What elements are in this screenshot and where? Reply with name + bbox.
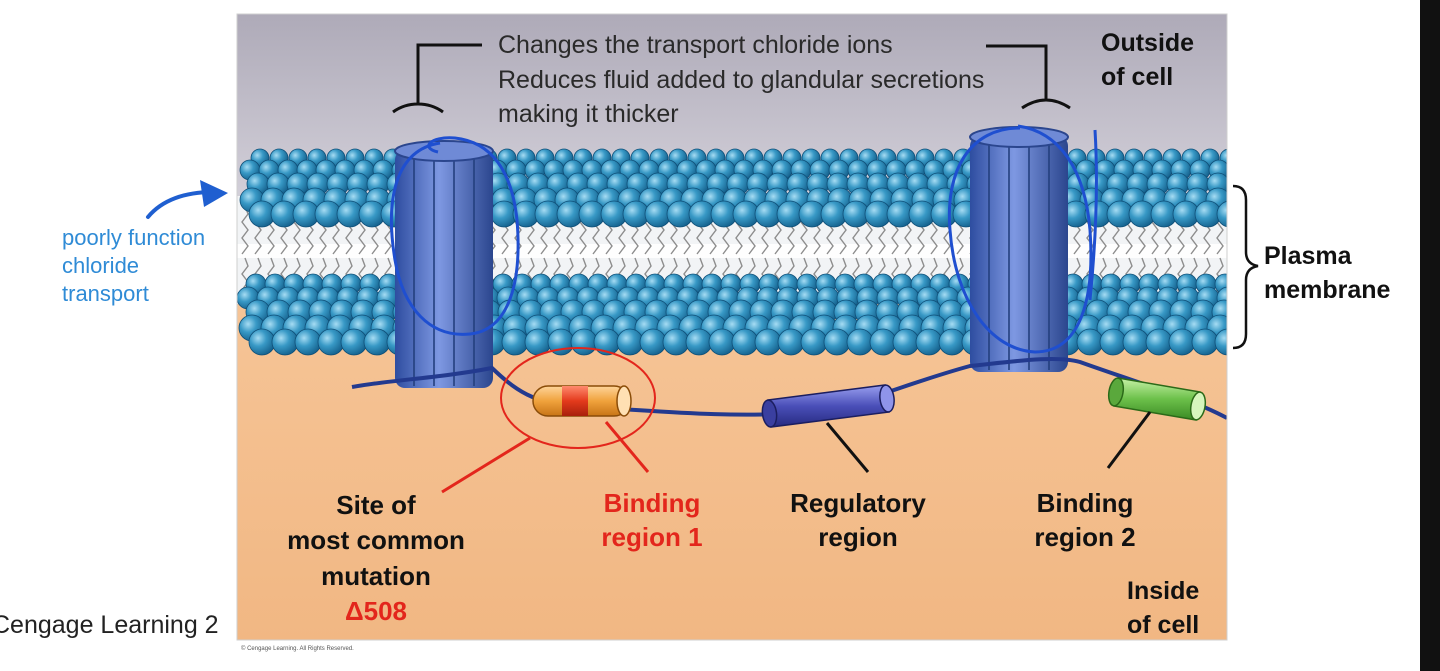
mutation-band bbox=[562, 386, 588, 416]
cftr-channel-2 bbox=[969, 126, 1069, 372]
inside-of-cell-label: Inside of cell bbox=[1127, 575, 1199, 643]
membrane-brace bbox=[1232, 184, 1259, 350]
annotation-bracket-left bbox=[392, 43, 482, 114]
membrane-line-1: Plasma bbox=[1264, 242, 1352, 270]
outside-of-cell-label: Outside of cell bbox=[1101, 27, 1194, 95]
mutation-leader-line bbox=[441, 436, 531, 494]
outside-line-1: Outside bbox=[1101, 29, 1195, 57]
binding1-leader-line bbox=[604, 421, 650, 473]
diagram-panel bbox=[236, 13, 1228, 641]
binding2-line-2: region 2 bbox=[1034, 522, 1136, 553]
window-edge-bar bbox=[1420, 0, 1440, 671]
regulatory-region-label: Regulatory region bbox=[768, 486, 948, 555]
binding1-line-2: region 1 bbox=[601, 522, 703, 553]
copyright-fine-print: © Cengage Learning. All Rights Reserved. bbox=[241, 646, 354, 652]
binding-region-2-label: Binding region 2 bbox=[1010, 486, 1160, 555]
mutation-site-line-2: most common bbox=[287, 525, 465, 556]
annotation-bracket-right bbox=[986, 44, 1071, 110]
plasma-membrane-label: Plasma membrane bbox=[1264, 240, 1390, 308]
binding1-line-1: Binding bbox=[603, 488, 701, 518]
ink-circle-channel-1 bbox=[389, 136, 520, 336]
cftr-channel-1 bbox=[394, 140, 494, 388]
handwritten-note: poorly function chloride transport bbox=[62, 224, 205, 308]
binding-region-1 bbox=[532, 385, 632, 417]
inside-line-1: Inside bbox=[1127, 577, 1200, 605]
mutation-site-line-3: mutation bbox=[321, 560, 431, 591]
arrow-head bbox=[200, 180, 228, 207]
handwritten-line-2: chloride bbox=[62, 252, 140, 278]
membrane-line-2: membrane bbox=[1264, 275, 1391, 304]
inside-line-2: of cell bbox=[1127, 610, 1200, 639]
regulatory-leader-line bbox=[825, 422, 870, 473]
mutation-name: Δ508 bbox=[344, 596, 408, 627]
annotation-line-1: Changes the transport chloride ions bbox=[498, 31, 893, 59]
regulatory-line-2: region bbox=[818, 522, 898, 553]
outside-line-2: of cell bbox=[1101, 62, 1174, 91]
mutation-site-label: Site of most common mutation Δ508 bbox=[266, 488, 486, 629]
binding2-leader-line bbox=[1106, 411, 1152, 469]
binding-region-2 bbox=[1107, 377, 1207, 421]
binding2-line-1: Binding bbox=[1036, 488, 1134, 518]
mutation-site-line-1: Site of bbox=[336, 490, 416, 520]
binding-region-1-label: Binding region 1 bbox=[582, 486, 722, 555]
annotation-line-3: making it thicker bbox=[498, 100, 679, 128]
regulatory-region bbox=[761, 384, 895, 428]
handwritten-line-1: poorly function bbox=[62, 225, 206, 250]
mutation-highlight-circle bbox=[500, 347, 656, 449]
regulatory-line-1: Regulatory bbox=[790, 488, 926, 518]
handwritten-line-3: transport bbox=[62, 280, 149, 306]
annotation-line-2: Reduces fluid added to glandular secreti… bbox=[498, 65, 985, 94]
credit-text: Cengage Learning 2 bbox=[0, 611, 219, 639]
ink-circle-channel-2 bbox=[947, 124, 1098, 354]
annotation-text: Changes the transport chloride ions Redu… bbox=[498, 28, 984, 132]
